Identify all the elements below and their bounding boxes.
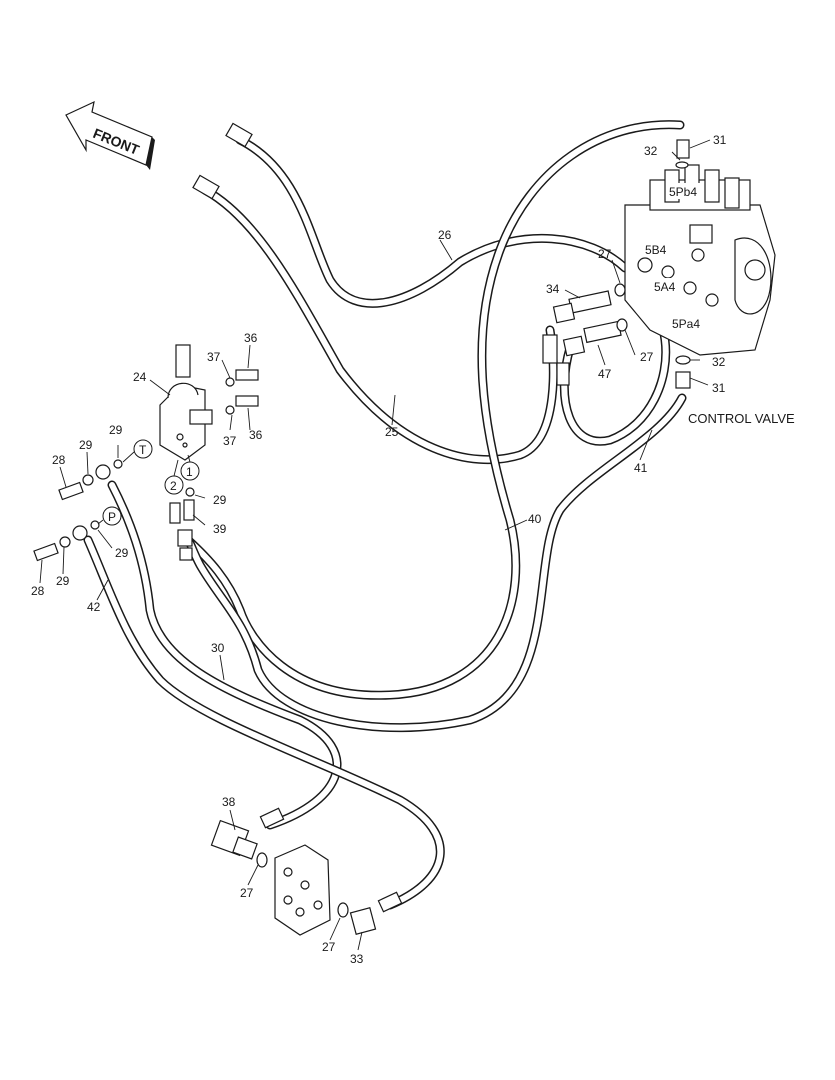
svg-text:1: 1 xyxy=(186,465,193,479)
port-5B4: 5B4 xyxy=(645,243,667,257)
mark-2: 2 xyxy=(164,459,184,495)
control-valve xyxy=(624,139,776,389)
callout-24: 24 xyxy=(133,370,147,384)
hose-end-fittings-lower xyxy=(177,529,403,913)
mark-1: 1 xyxy=(180,454,200,481)
callout-29-e: 29 xyxy=(56,574,70,588)
hose-42 xyxy=(83,535,445,910)
mark-T: T xyxy=(122,439,153,463)
hose-26 xyxy=(235,135,630,308)
callout-42: 42 xyxy=(87,600,101,614)
port-labels: 5Pb4 5B4 5A4 5Pa4 xyxy=(643,183,706,331)
svg-text:T: T xyxy=(139,443,147,457)
port-5Pa4: 5Pa4 xyxy=(672,317,700,331)
callout-41: 41 xyxy=(634,461,648,475)
control-valve-label: CONTROL VALVE xyxy=(688,411,795,426)
callout-30: 30 xyxy=(211,641,225,655)
callout-38: 38 xyxy=(222,795,236,809)
hose-end-fitting-upper xyxy=(192,122,253,200)
callout-31-a: 31 xyxy=(713,133,727,147)
callout-28-b: 28 xyxy=(31,584,45,598)
front-arrow: FRONT xyxy=(65,100,155,170)
callout-29-c: 29 xyxy=(213,493,227,507)
manifold-block xyxy=(210,819,377,936)
callout-31-b: 31 xyxy=(712,381,726,395)
callout-29-a: 29 xyxy=(109,423,123,437)
callout-47: 47 xyxy=(598,367,612,381)
callout-28-a: 28 xyxy=(52,453,66,467)
leader-lines xyxy=(39,139,711,951)
bolts-36-37 xyxy=(225,369,259,415)
pilot-valve xyxy=(159,344,213,461)
callout-labels: 26 25 40 41 42 30 27 27 34 47 32 31 32 3… xyxy=(31,133,727,966)
callout-39: 39 xyxy=(213,522,227,536)
callout-27-b: 27 xyxy=(640,350,654,364)
fittings-39 xyxy=(169,487,195,524)
port-5Pb4: 5Pb4 xyxy=(669,185,697,199)
callout-25: 25 xyxy=(385,425,399,439)
svg-text:P: P xyxy=(108,510,116,524)
callout-33: 33 xyxy=(350,952,364,966)
callout-27-d: 27 xyxy=(322,940,336,954)
callout-34: 34 xyxy=(546,282,560,296)
mark-P: P xyxy=(97,506,122,526)
hose-25 xyxy=(200,185,558,465)
svg-text:2: 2 xyxy=(170,479,177,493)
callout-37-a: 37 xyxy=(207,350,221,364)
callout-29-b: 29 xyxy=(79,438,93,452)
callout-36-b: 36 xyxy=(249,428,263,442)
callout-27-c: 27 xyxy=(240,886,254,900)
callout-32-b: 32 xyxy=(712,355,726,369)
fittings-near-valve xyxy=(542,283,628,386)
callout-29-d: 29 xyxy=(115,546,129,560)
callout-32-a: 32 xyxy=(644,144,658,158)
banjo-fittings xyxy=(33,459,123,562)
hose-41 xyxy=(180,393,687,733)
callout-27-a: 27 xyxy=(598,247,612,261)
port-5A4: 5A4 xyxy=(654,280,676,294)
hose-40 xyxy=(183,120,685,700)
callout-37-b: 37 xyxy=(223,434,237,448)
hose-30 xyxy=(107,480,342,830)
callout-36-a: 36 xyxy=(244,331,258,345)
callout-26: 26 xyxy=(438,228,452,242)
callout-40: 40 xyxy=(528,512,542,526)
